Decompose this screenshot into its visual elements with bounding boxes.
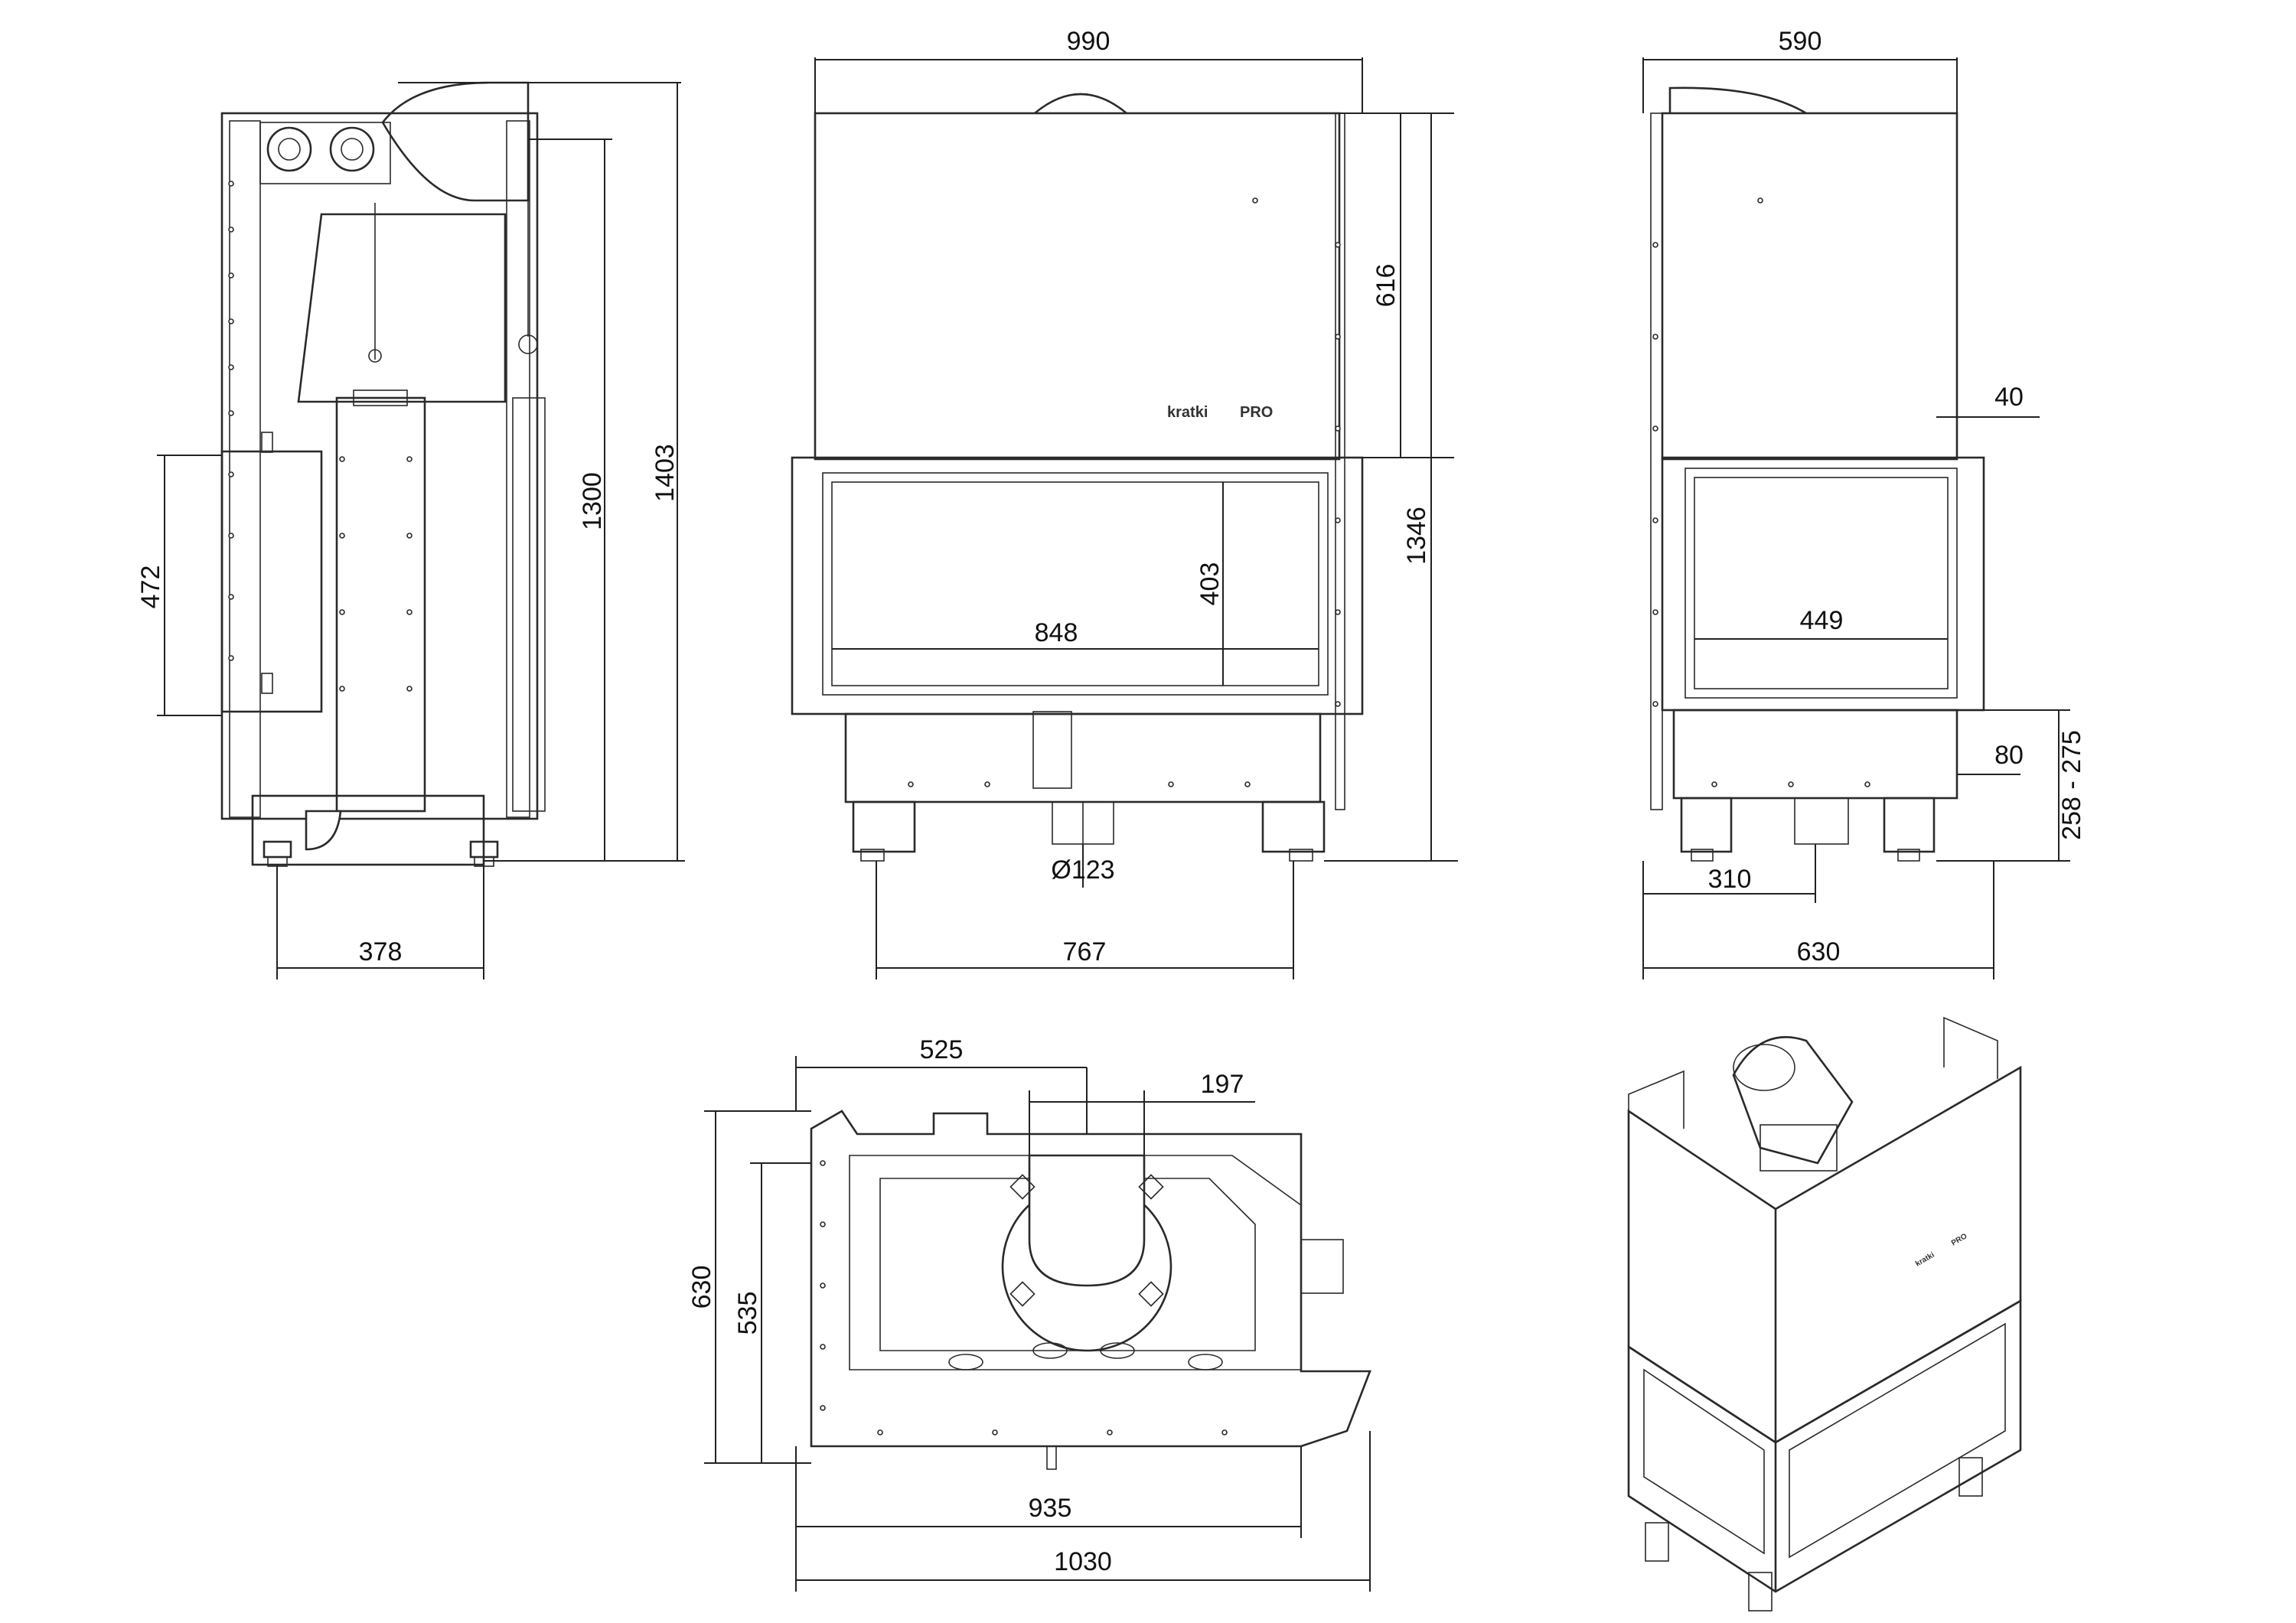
top-dimensions (704, 1056, 1371, 1592)
dim-front-inlet-diameter: Ø123 (1051, 855, 1114, 885)
front-dimensions (814, 57, 1458, 979)
dim-top-depth-inner: 535 (733, 1292, 762, 1335)
kratki-logo: kratki PRO (1167, 404, 1273, 421)
isometric-view: kratki PRO (1627, 1016, 2022, 1612)
dim-right-leg-range: 258 - 275 (2057, 730, 2086, 840)
iso-logo-brand: kratki (1914, 1251, 1936, 1269)
front-bolts (908, 197, 1341, 787)
dim-top-outlet-width: 197 (1201, 1070, 1244, 1099)
side-bolts (228, 181, 413, 692)
logo-suffix: PRO (1240, 404, 1273, 421)
dim-right-offset: 40 (1994, 383, 2024, 412)
dim-front-height-total: 1346 (1402, 507, 1431, 565)
dim-side-height-total: 1403 (651, 444, 680, 502)
dim-right-base-height: 80 (1994, 741, 2024, 770)
dim-top-depth-total: 630 (687, 1266, 716, 1309)
side-view: 1403 1300 472 378 (136, 81, 685, 979)
dim-front-glass-width: 848 (1035, 618, 1078, 647)
dim-right-inlet-offset: 310 (1708, 865, 1752, 894)
dim-front-height-upper: 616 (1371, 264, 1401, 308)
dim-top-width-total: 1030 (1054, 1547, 1112, 1576)
dim-right-glass-width: 449 (1800, 606, 1844, 635)
dim-side-door-height: 472 (136, 565, 165, 609)
dim-front-foot-spacing: 767 (1063, 937, 1107, 966)
top-bolts (820, 1160, 1228, 1436)
top-view: 525 197 630 535 935 1030 (687, 1035, 1371, 1592)
right-dimensions (1642, 57, 2070, 979)
right-view: 590 40 449 80 258 - 275 310 630 (1642, 27, 2086, 979)
front-view: kratki PRO 990 6 (791, 27, 1458, 979)
dim-right-width-top: 590 (1779, 27, 1822, 56)
side-dimensions (157, 82, 685, 979)
logo-brand: kratki (1167, 404, 1208, 421)
dim-front-glass-height: 403 (1195, 562, 1225, 606)
dim-right-width-bottom: 630 (1797, 937, 1841, 966)
dim-top-width-inner: 935 (1029, 1494, 1072, 1523)
dim-front-width-top: 990 (1067, 27, 1110, 56)
iso-logo-suffix: PRO (1950, 1232, 1968, 1247)
right-bolts (1652, 197, 1870, 787)
dim-side-height-outlet: 1300 (578, 472, 607, 530)
dim-top-outlet-offset: 525 (920, 1035, 964, 1064)
dim-side-foot-spacing: 378 (359, 937, 403, 966)
